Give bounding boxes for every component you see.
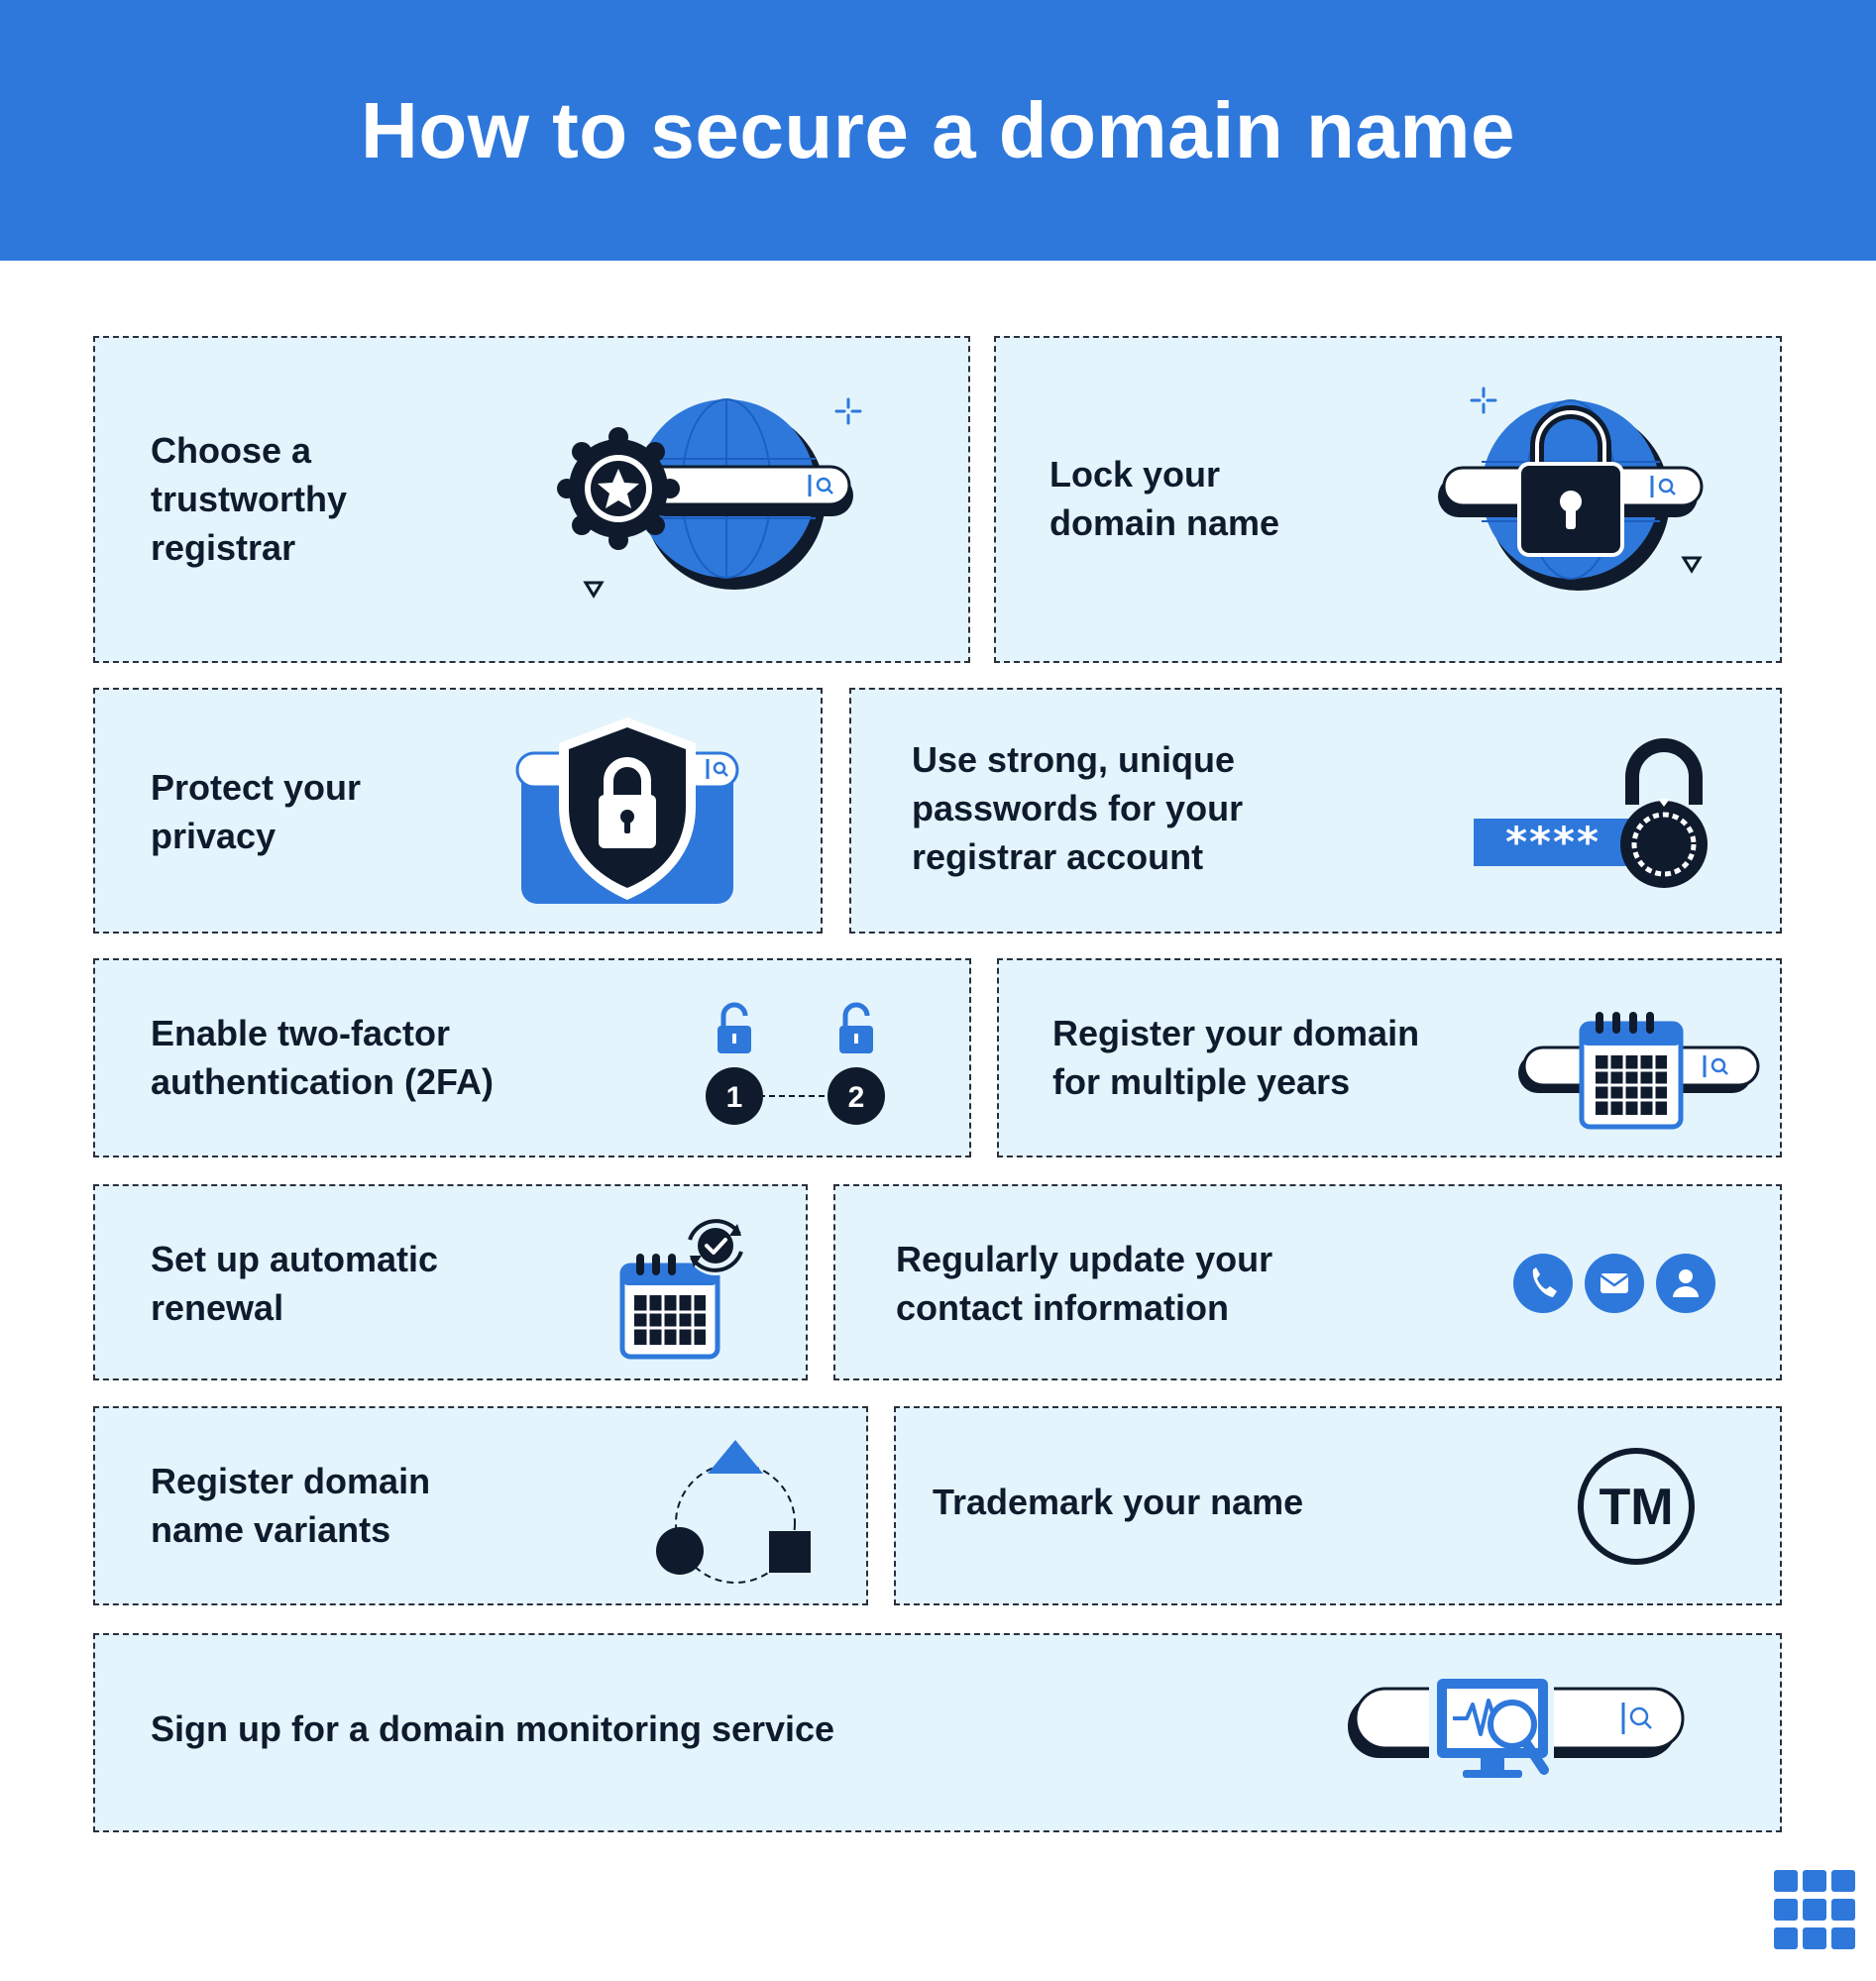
step-label: Use strong, unique passwords for your re… [912,739,1244,877]
step-card-protect-privacy: Protect your privacy [93,688,823,934]
step-card-lock-domain: Lock your domain name [994,336,1782,663]
calendar-search-icon [1518,1012,1760,1130]
monitor-search-icon [1348,1675,1685,1778]
step-label: Sign up for a domain monitoring service [151,1708,835,1749]
step-card-name-variants: Register domain name variants [93,1406,868,1605]
password-padlock-icon: **** [1474,738,1708,888]
calendar-renew-icon [619,1216,745,1360]
step-card-domain-monitoring: Sign up for a domain monitoring service [93,1633,1782,1832]
header-banner: How to secure a domain name [0,0,1876,261]
padlock-icon [717,1002,751,1053]
step-card-two-factor: Enable two-factor authentication (2FA) 1… [93,958,971,1157]
mail-icon [1585,1254,1644,1313]
globe-search-lock-icon [1438,386,1704,591]
shield-lock-icon [515,717,739,904]
step-label: Set up automatic renewal [151,1239,439,1328]
step-label: Register your domain for multiple years [1052,1013,1420,1102]
trademark-symbol: TM [1599,1479,1673,1536]
grid-logo-icon [1774,1870,1855,1949]
page-title: How to secure a domain name [361,85,1515,174]
contact-icons [1513,1254,1715,1313]
step-card-strong-passwords: Use strong, unique passwords for your re… [849,688,1782,934]
step-label: Register domain name variants [151,1461,431,1550]
phone-icon [1513,1254,1573,1313]
step-label: Enable two-factor authentication (2FA) [151,1013,495,1102]
shapes-cycle-icon [656,1440,811,1584]
step-label: Trademark your name [933,1482,1304,1522]
step-card-auto-renewal: Set up automatic renewal [93,1184,808,1380]
user-icon [1656,1254,1715,1313]
step-label: Lock your domain name [1049,454,1280,543]
step-card-choose-registrar: Choose a trustworthy registrar [93,336,970,663]
trademark-icon: TM [1578,1448,1695,1565]
password-mask: **** [1505,818,1600,866]
two-factor-icon: 1 2 [706,1002,885,1125]
step-label: Choose a trustworthy registrar [151,430,347,568]
step-label: Regularly update your contact informatio… [896,1239,1273,1328]
step-number-one: 1 [726,1081,743,1114]
step-label: Protect your privacy [151,767,362,856]
padlock-icon [839,1002,873,1053]
step-card-multiple-years: Register your domain for multiple years [997,958,1782,1157]
step-card-update-contact: Regularly update your contact informatio… [833,1184,1782,1380]
globe-search-award-icon [557,397,862,599]
step-number-two: 2 [848,1081,865,1114]
step-card-trademark: Trademark your name TM [894,1406,1782,1605]
